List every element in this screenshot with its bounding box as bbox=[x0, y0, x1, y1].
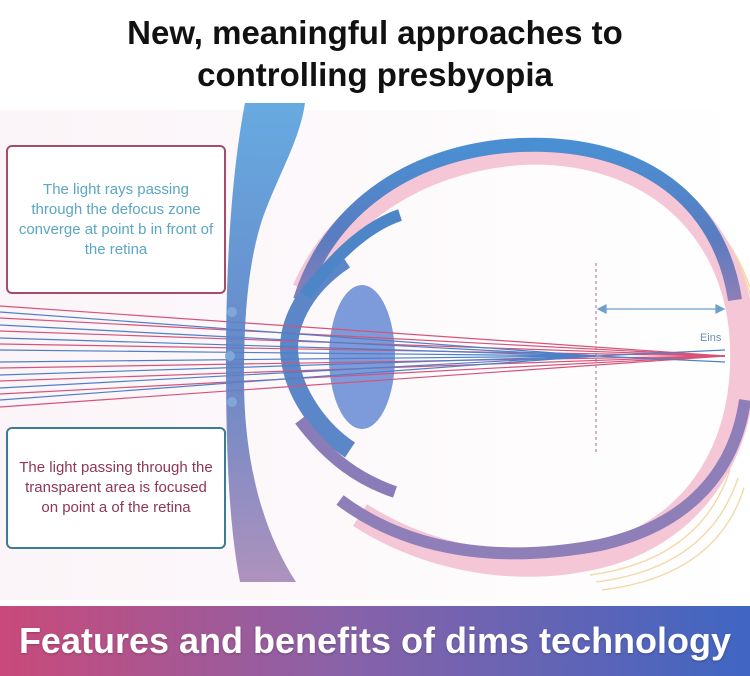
retina-layer bbox=[293, 138, 750, 577]
callout-defocus-text: The light rays passing through the defoc… bbox=[18, 180, 214, 258]
iris-upper bbox=[300, 209, 403, 299]
page-title: New, meaningful approaches to controllin… bbox=[0, 12, 750, 96]
sclera-wall-lower bbox=[336, 399, 750, 560]
eins-label: Eins bbox=[700, 332, 722, 344]
callout-defocus-zone: The light rays passing through the defoc… bbox=[6, 145, 226, 294]
ray-group bbox=[0, 311, 726, 401]
title-line-1: New, meaningful approaches to bbox=[127, 14, 623, 51]
banner-text: Features and benefits of dims technology bbox=[18, 620, 732, 661]
light-rays bbox=[0, 305, 726, 408]
iris-lower bbox=[295, 416, 397, 498]
spectacle-lens bbox=[226, 103, 305, 582]
eins-arrow bbox=[596, 304, 726, 314]
callout-transparent-area: The light passing through the transparen… bbox=[6, 427, 226, 549]
crystalline-lens bbox=[329, 285, 395, 429]
title-line-2: controlling presbyopia bbox=[197, 56, 553, 93]
sclera-wall bbox=[293, 137, 742, 303]
callout-clear-text: The light passing through the transparen… bbox=[19, 459, 213, 516]
footer-banner: Features and benefits of dims technology bbox=[0, 606, 750, 676]
lens-defocus-bumps bbox=[225, 307, 237, 407]
